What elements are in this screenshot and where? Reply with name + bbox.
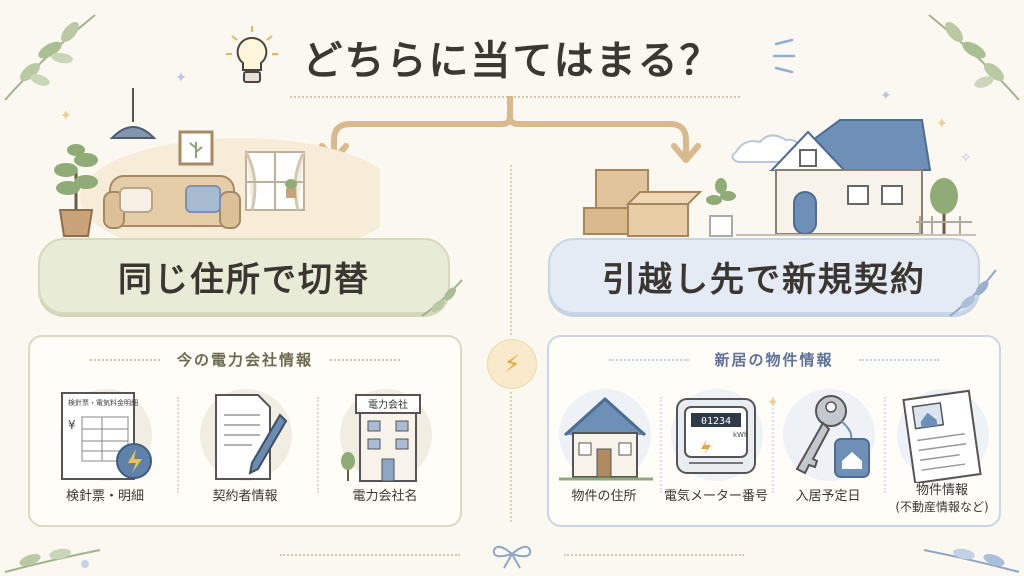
page-title: どちらに当てはまる？	[302, 38, 722, 84]
panel-title-rule-left	[609, 359, 689, 361]
item-separator	[177, 397, 179, 493]
meter-number-item: 01234 kWh 電気メーター番号	[661, 385, 771, 515]
meter-number-label: 電気メーター番号	[663, 489, 768, 504]
property-info-item: 物件情報 (不動産情報など)	[885, 385, 999, 515]
item-separator	[884, 397, 886, 493]
item-separator	[317, 397, 319, 493]
current-provider-panel: 今の電力会社情報 検針票・電気料金明細 ¥ 検針票・明細 契約者情報 電力会社	[28, 335, 462, 527]
property-info-label-line1: 物件情報	[915, 483, 968, 498]
leaf-decoration-top-right	[928, 14, 1020, 101]
electric-meter-icon: 01234 kWh	[676, 398, 756, 474]
leaf-sprig-icon	[421, 279, 463, 317]
panel-title: 今の電力会社情報	[176, 351, 313, 369]
sparkle-icon: ✦	[880, 88, 892, 104]
panel-title-rule-left	[90, 359, 160, 361]
same-address-switch-banner: 同じ住所で切替	[38, 238, 450, 314]
bill-label: 検針票・明細	[65, 489, 144, 504]
document-pen-icon	[215, 394, 288, 480]
property-info-label-line2: (不動産情報など)	[895, 500, 989, 514]
provider-name-label: 電力会社名	[352, 489, 418, 504]
panel-title-rule-right	[859, 359, 939, 361]
bill-item: 検針票・電気料金明細 ¥ 検針票・明細	[40, 385, 170, 515]
leaf-decoration-top-left	[4, 14, 96, 101]
sparkle-icon: ✦	[175, 70, 187, 86]
bill-icon: 検針票・電気料金明細 ¥	[61, 392, 152, 480]
contractor-label: 契約者情報	[212, 489, 278, 504]
item-separator	[772, 397, 774, 493]
leaf-decoration-bottom-left	[4, 548, 101, 573]
provider-name-item: 電力会社 電力会社名	[320, 385, 450, 515]
property-address-label: 物件の住所	[571, 489, 637, 504]
panel-title: 新居の物件情報	[714, 351, 834, 369]
house-icon	[559, 397, 653, 481]
lightbulb-icon	[226, 26, 278, 83]
key-icon	[795, 395, 870, 478]
meter-digits: 01234	[701, 416, 731, 427]
yen-mark: ¥	[68, 418, 76, 432]
living-room-illustration	[54, 88, 380, 238]
moving-house-illustration	[583, 119, 976, 237]
new-contract-banner: 引越し先で新規契約	[548, 238, 980, 314]
leaf-decoration-bottom-right	[923, 548, 1020, 573]
power-company-building-icon: 電力会社	[341, 394, 421, 482]
footer-rule-right	[564, 554, 744, 556]
company-sign: 電力会社	[368, 398, 408, 411]
panel-title-rule-right	[330, 359, 400, 361]
center-divider-lower	[510, 392, 512, 522]
move-in-date-label: 入居予定日	[795, 489, 861, 504]
property-address-item: 物件の住所	[549, 385, 659, 515]
accent-lines-icon	[772, 38, 796, 74]
footer-rule-left	[280, 554, 460, 556]
item-separator	[660, 397, 662, 493]
center-divider	[510, 165, 512, 335]
title-underline	[290, 96, 740, 98]
sparkle-icon: ✦	[767, 395, 779, 411]
bill-heading: 検針票・電気料金明細	[68, 398, 138, 407]
property-document-icon	[902, 389, 982, 483]
sparkle-icon: ✦	[936, 116, 948, 132]
ribbon-bow-icon	[492, 545, 532, 569]
lightning-bolt-icon: ⚡	[487, 339, 537, 389]
leaf-sprig-icon	[949, 269, 997, 317]
move-in-date-item: ✦ 入居予定日	[767, 385, 883, 515]
new-property-panel: 新居の物件情報 物件の住所 01234 kWh 電気メーター番号	[547, 335, 1001, 527]
meter-unit: kWh	[733, 431, 748, 439]
contractor-info-item: 契約者情報	[180, 385, 310, 515]
sparkle-icon: ✧	[960, 150, 972, 166]
property-info-label: 物件情報 (不動産情報など)	[879, 483, 1005, 515]
sparkle-icon: ✦	[60, 108, 72, 124]
